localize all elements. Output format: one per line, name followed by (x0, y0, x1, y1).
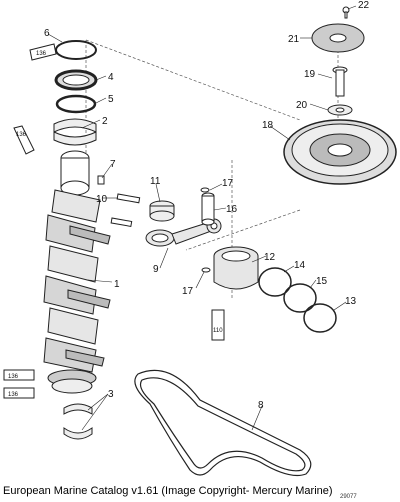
callout-17a: 17 (222, 178, 234, 189)
callout-14: 14 (294, 260, 306, 271)
pin-clips (200, 187, 211, 273)
callout-7: 7 (110, 159, 116, 170)
catalog-caption: European Marine Catalog v1.61 (Image Cop… (3, 485, 333, 497)
piston-rings (258, 267, 337, 333)
callout-1: 1 (114, 279, 120, 290)
main-bearings-lower (63, 403, 93, 440)
dowel-pin (97, 175, 105, 185)
callout-22: 22 (358, 0, 370, 11)
callout-9: 9 (153, 264, 159, 275)
callout-21: 21 (288, 34, 300, 45)
crankshaft (43, 150, 111, 394)
washer (327, 104, 353, 116)
callout-17b: 17 (182, 286, 194, 297)
callout-6: 6 (44, 28, 50, 39)
svg-text:136: 136 (36, 51, 47, 57)
rod-bolts (110, 193, 141, 227)
fan-screw (342, 6, 350, 19)
sealant-tube-110: 110 (211, 309, 225, 341)
callout-20: 20 (296, 100, 308, 111)
piston-pin (201, 192, 215, 226)
callout-10: 10 (96, 194, 108, 205)
reference-number: 29077 (340, 494, 357, 500)
drive-belt (134, 369, 312, 477)
sealant-tube-bottom-b: 136 (3, 387, 35, 399)
callout-15: 15 (316, 276, 328, 287)
callout-13: 13 (345, 296, 357, 307)
svg-text:136: 136 (8, 374, 19, 380)
flywheel (283, 119, 397, 185)
callout-19: 19 (304, 69, 316, 80)
sealant-tube-mid: 136 (13, 125, 35, 155)
callout-4: 4 (108, 72, 114, 83)
callout-12: 12 (264, 252, 276, 263)
svg-text:136: 136 (16, 132, 27, 138)
svg-text:136: 136 (8, 392, 19, 398)
flywheel-bolt (332, 66, 348, 97)
main-bearings-upper (53, 118, 97, 146)
leader-lines (47, 5, 357, 431)
callout-8: 8 (258, 400, 264, 411)
callout-3: 3 (108, 389, 114, 400)
callout-16: 16 (226, 204, 238, 215)
piston (213, 246, 259, 290)
callout-numbers: 1 2 3 4 5 6 7 8 9 10 11 12 13 14 15 16 1… (44, 0, 370, 411)
rod-bushing (149, 200, 175, 222)
callout-11: 11 (150, 176, 161, 187)
sealant-tube-bottom-a: 136 (3, 369, 35, 381)
callout-5: 5 (108, 94, 114, 105)
thrust-rings (54, 40, 98, 114)
callout-2: 2 (102, 116, 108, 127)
svg-text:110: 110 (213, 328, 223, 334)
sealant-tube-top: 136 (29, 43, 57, 61)
callout-18: 18 (262, 120, 274, 131)
cooling-fan (311, 23, 365, 53)
